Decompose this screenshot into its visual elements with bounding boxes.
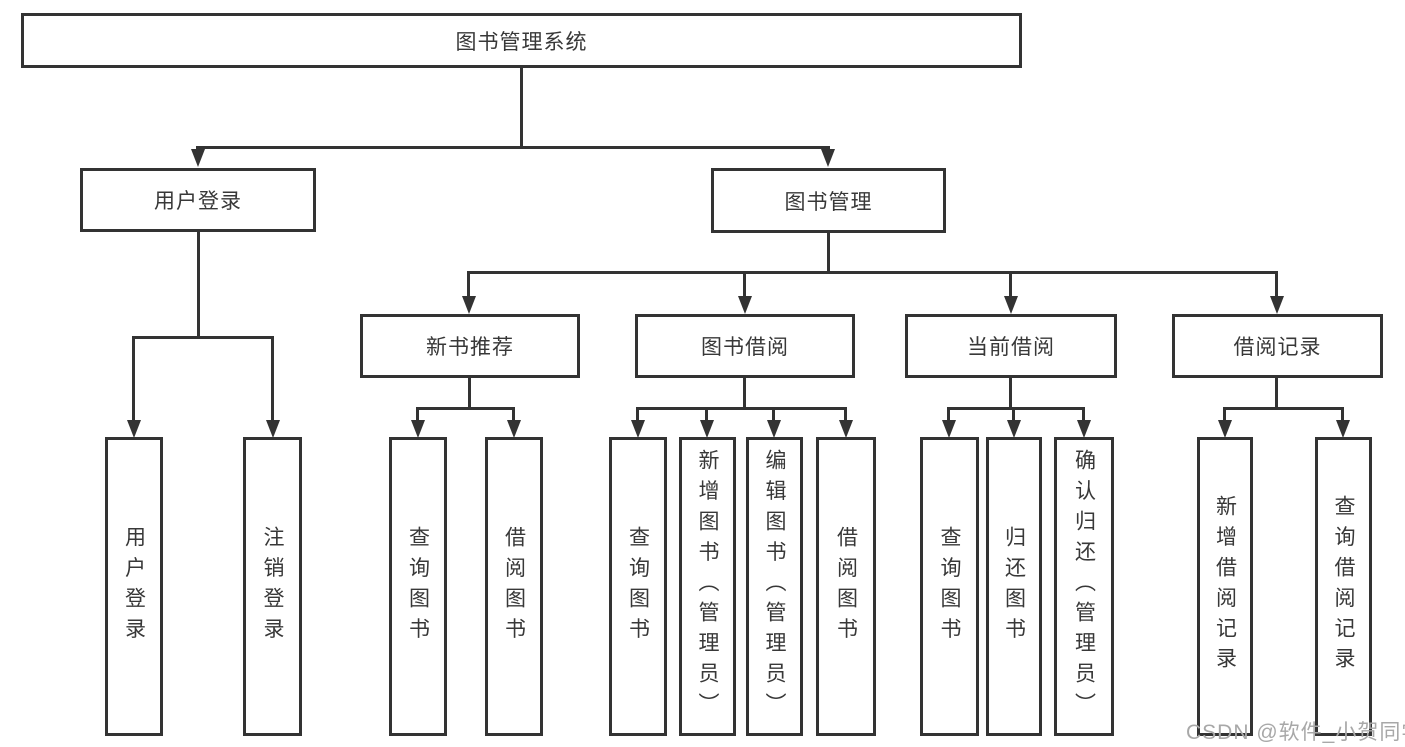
arrowhead-icon: [1270, 296, 1284, 314]
connector-line: [743, 271, 746, 296]
leaf-borrow-query-books-label: 查询图书: [626, 525, 650, 648]
node-book-borrow: 图书借阅: [635, 314, 855, 378]
arrowhead-icon: [738, 296, 752, 314]
arrowhead-icon: [1336, 420, 1350, 438]
connector-line: [1275, 271, 1278, 296]
connector-line: [196, 146, 830, 149]
connector-line: [844, 407, 847, 420]
arrowhead-icon: [631, 420, 645, 438]
node-new-book-recommend-label: 新书推荐: [426, 336, 514, 359]
arrowhead-icon: [700, 420, 714, 438]
watermark: CSDN @软件_小贺同学: [1186, 721, 1405, 744]
leaf-borrow-query-books: 查询图书: [609, 437, 667, 736]
leaf-current-return-books: 归还图书: [986, 437, 1042, 736]
connector-line: [132, 336, 135, 420]
leaf-records-query-record: 查询借阅记录: [1315, 437, 1372, 736]
connector-line: [705, 407, 708, 420]
node-current-borrow-label: 当前借阅: [967, 336, 1055, 359]
connector-line: [467, 271, 1278, 274]
arrowhead-icon: [1007, 420, 1021, 438]
connector-line: [132, 336, 274, 339]
arrowhead-icon: [942, 420, 956, 438]
node-book-borrow-label: 图书借阅: [701, 336, 789, 359]
leaf-borrow-borrow-books-label: 借阅图书: [834, 525, 858, 648]
connector-line: [1341, 407, 1344, 420]
leaf-recommend-borrow-books-label: 借阅图书: [502, 525, 526, 648]
connector-line: [1009, 378, 1012, 410]
connector-line: [520, 68, 523, 146]
leaf-logout: 注销登录: [243, 437, 302, 736]
leaf-borrow-add-books-admin: 新增图书（管理员）: [679, 437, 736, 736]
leaf-borrow-add-books-admin-label: 新增图书（管理员）: [696, 449, 719, 724]
leaf-borrow-borrow-books: 借阅图书: [816, 437, 876, 736]
leaf-current-query-books: 查询图书: [920, 437, 979, 736]
leaf-current-confirm-return-admin-label: 确认归还（管理员）: [1072, 449, 1096, 724]
arrowhead-icon: [191, 149, 205, 167]
leaf-recommend-query-books-label: 查询图书: [406, 525, 430, 648]
leaf-borrow-edit-books-admin-label: 编辑图书（管理员）: [763, 449, 786, 724]
connector-line: [1082, 407, 1085, 420]
leaf-records-query-record-label: 查询借阅记录: [1332, 495, 1355, 678]
connector-line: [467, 271, 470, 296]
node-current-borrow: 当前借阅: [905, 314, 1117, 378]
leaf-recommend-borrow-books: 借阅图书: [485, 437, 543, 736]
arrowhead-icon: [767, 420, 781, 438]
connector-line: [1275, 378, 1278, 410]
leaf-current-confirm-return-admin: 确认归还（管理员）: [1054, 437, 1114, 736]
node-root-label: 图书管理系统: [455, 30, 588, 54]
leaf-borrow-edit-books-admin: 编辑图书（管理员）: [746, 437, 803, 736]
leaf-records-add-record: 新增借阅记录: [1197, 437, 1253, 736]
connector-line: [468, 378, 471, 410]
leaf-current-query-books-label: 查询图书: [938, 525, 961, 648]
leaf-recommend-query-books: 查询图书: [389, 437, 447, 736]
arrowhead-icon: [821, 149, 835, 167]
node-book-management-label: 图书管理: [784, 190, 873, 214]
connector-line: [1012, 407, 1015, 420]
connector-line: [772, 407, 775, 420]
node-book-management: 图书管理: [711, 168, 946, 233]
node-borrow-records-label: 借阅记录: [1233, 336, 1322, 359]
node-borrow-records: 借阅记录: [1172, 314, 1383, 378]
leaf-current-return-books-label: 归还图书: [1002, 525, 1026, 648]
connector-line: [271, 336, 274, 420]
connector-line: [636, 407, 639, 420]
arrowhead-icon: [1077, 420, 1091, 438]
node-user-login: 用户登录: [80, 168, 316, 232]
arrowhead-icon: [1218, 420, 1232, 438]
connector-line: [636, 407, 847, 410]
connector-line: [1009, 271, 1012, 296]
node-user-login-label: 用户登录: [154, 190, 242, 213]
connector-line: [197, 232, 200, 339]
node-root: 图书管理系统: [21, 13, 1022, 68]
leaf-user-login-label: 用户登录: [122, 525, 146, 648]
arrowhead-icon: [127, 420, 141, 438]
arrowhead-icon: [462, 296, 476, 314]
arrowhead-icon: [839, 420, 853, 438]
connector-line: [1223, 407, 1344, 410]
leaf-records-add-record-label: 新增借阅记录: [1213, 495, 1237, 678]
arrowhead-icon: [1004, 296, 1018, 314]
arrowhead-icon: [411, 420, 425, 438]
connector-line: [743, 378, 746, 410]
connector-line: [416, 407, 515, 410]
node-new-book-recommend: 新书推荐: [360, 314, 580, 378]
arrowhead-icon: [266, 420, 280, 438]
connector-line: [947, 407, 950, 420]
leaf-user-login: 用户登录: [105, 437, 163, 736]
connector-line: [947, 407, 1085, 410]
connector-line: [416, 407, 419, 420]
connector-line: [827, 233, 830, 273]
connector-line: [1223, 407, 1226, 420]
connector-line: [512, 407, 515, 420]
leaf-logout-label: 注销登录: [261, 525, 284, 648]
arrowhead-icon: [507, 420, 521, 438]
